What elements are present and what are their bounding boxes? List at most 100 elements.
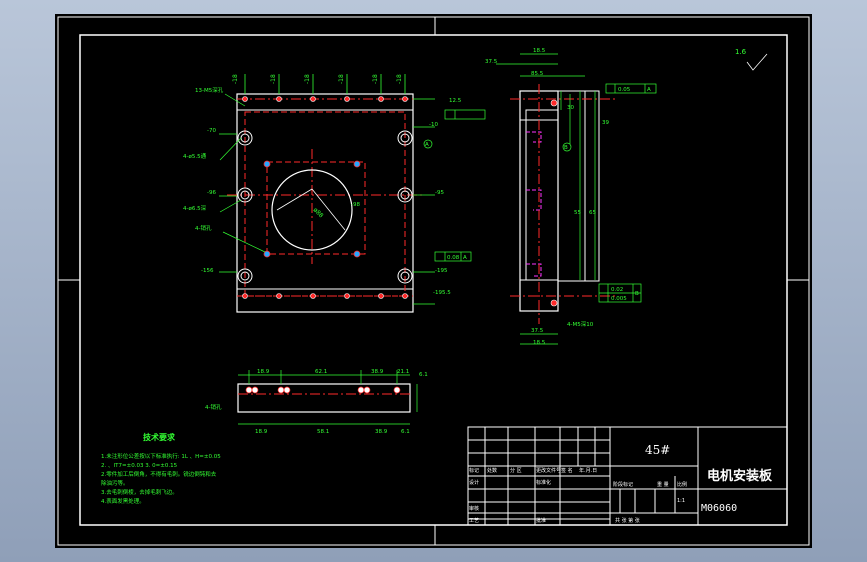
side-view: 18.5 37.5 85.5 0.05 A 30 55 65 39 B 37.5… <box>485 48 768 346</box>
roughness-symbol <box>746 53 768 71</box>
tech-line-3: 2.零件加工后倒角，不得有毛刺。锐边倒钝和去 <box>101 470 217 478</box>
bolt-circle-rect <box>244 111 406 297</box>
side-dim-30: 30 <box>567 105 574 111</box>
side-dim-18-5: 18.5 <box>533 48 546 54</box>
side-datum-a: A <box>647 87 651 93</box>
bottom-top-18-9: 18.9 <box>257 369 270 375</box>
label-156: -156 <box>201 268 214 274</box>
datum-a-front: A <box>425 142 429 148</box>
label-95: -95 <box>435 190 444 196</box>
label-5-5-through: 4-ø5.5通 <box>183 152 207 160</box>
material-value: 45# <box>645 443 670 457</box>
mount-hole-1 <box>242 293 248 299</box>
side-tol-0005: 0.005 <box>611 296 627 302</box>
bottom-view: 18.9 62.1 38.9 21.1 6.1 18.9 58.1 38.9 6… <box>205 369 428 435</box>
label-195-5: -195.5 <box>433 290 451 296</box>
scale-value: 1:1 <box>677 498 685 504</box>
bottom-bot-18-9: 18.9 <box>255 429 268 435</box>
bottom-bot-58-1: 58.1 <box>317 429 329 435</box>
label-6-5-deep: 4-ø6.5深 <box>183 204 207 212</box>
mount-hole-5 <box>378 293 384 299</box>
label-inner-98: -98 <box>351 202 360 208</box>
datum-b: B <box>564 145 568 151</box>
hdr-process: 工艺 <box>469 518 479 524</box>
side-datum-b-ref: B <box>635 291 639 297</box>
mount-hole-6 <box>402 96 408 102</box>
top-hole-row <box>242 96 408 102</box>
side-bot-18-5: 18.5 <box>533 340 546 346</box>
front-top-dim-5: -18 <box>372 74 379 84</box>
front-top-dim-2: -18 <box>270 74 277 84</box>
front-top-dim-3: -18 <box>304 74 311 84</box>
side-bot-37-5: 37.5 <box>531 328 544 334</box>
hdr-review: 审核 <box>469 505 479 512</box>
label-pin-holes: 4-销孔 <box>195 224 212 232</box>
mount-hole-2 <box>276 96 282 102</box>
motor-pattern-rect <box>266 161 366 255</box>
bottom-bot-38-9: 38.9 <box>375 429 388 435</box>
parallel-tol-front: 0.08 <box>447 255 460 261</box>
side-hole-label: 4-M5深10 <box>567 320 594 328</box>
hdr-scale: 比例 <box>677 481 687 488</box>
hdr-change-doc: 更改文件号 <box>536 467 561 474</box>
side-dim-37-5: 37.5 <box>485 59 498 65</box>
tech-line-4: 除油污等。 <box>101 479 129 487</box>
front-top-dim-6: -18 <box>396 74 403 84</box>
side-dim-39: 39 <box>602 120 609 126</box>
bottom-bot-6-1: 6.1 <box>401 429 410 435</box>
motor-bore <box>271 169 353 251</box>
tech-line-6: 4.表面发黑处理。 <box>101 497 145 505</box>
label-195: -195 <box>435 268 448 274</box>
bottom-top-62-1: 62.1 <box>315 369 327 375</box>
label-m5-holes: 13-M5深孔 <box>195 86 224 94</box>
tech-heading: 技术要求 <box>143 432 176 442</box>
hdr-count: 处数 <box>487 467 497 474</box>
center-marks <box>58 17 809 545</box>
drawing-canvas: ø88 -18 -18 -18 -18 <box>57 16 810 546</box>
side-dim-65: 65 <box>589 210 596 216</box>
mount-hole-4 <box>344 293 350 299</box>
label-10: -10 <box>429 122 438 128</box>
mount-hole-3 <box>310 293 316 299</box>
roughness-value: 1.6 <box>735 48 747 56</box>
tech-requirements: 技术要求 1.未注形位公差按以下标准执行: 1L 、H=±0.05 2. 、IT… <box>101 432 221 505</box>
front-view: ø88 -18 -18 -18 -18 <box>183 74 486 313</box>
mount-hole-5 <box>378 96 384 102</box>
front-top-dim-1: -18 <box>232 74 239 84</box>
bore-diameter-label: ø88 <box>312 206 325 219</box>
outer-frame <box>57 16 810 546</box>
mount-hole-2 <box>276 293 282 299</box>
tech-line-5: 3.去毛刺倒棱，去掉毛刺飞边。 <box>101 488 178 496</box>
label-12-5: 12.5 <box>449 98 462 104</box>
mount-hole-3 <box>310 96 316 102</box>
bottom-top-6-1: 6.1 <box>419 372 428 378</box>
label-96: -96 <box>207 190 216 196</box>
hdr-approve: 批准 <box>536 517 546 524</box>
mount-hole-1 <box>242 96 248 102</box>
mount-hole-6 <box>402 293 408 299</box>
hdr-weight: 重 量 <box>657 481 669 488</box>
hdr-sheets: 共 张 第 张 <box>615 517 640 524</box>
hdr-mark: 标记 <box>469 467 479 474</box>
front-top-dim-4: -18 <box>338 74 345 84</box>
bottom-top-21-1: 21.1 <box>397 369 409 375</box>
side-dim-55: 55 <box>574 210 581 216</box>
datum-a-ref: A <box>463 255 467 261</box>
side-tol-005: 0.05 <box>618 87 631 93</box>
mount-hole-4 <box>344 96 350 102</box>
hdr-date: 年.月.日 <box>579 467 597 474</box>
hdr-design: 设计 <box>469 479 479 486</box>
tech-line-1: 1.未注形位公差按以下标准执行: 1L 、H=±0.05 <box>101 452 221 460</box>
hdr-zone: 分 区 <box>510 467 522 474</box>
label-70: -70 <box>207 128 216 134</box>
hdr-signature: 签 名 <box>561 467 573 474</box>
title-block: 标记 处数 分 区 更改文件号 签 名 年.月.日 设计 标准化 阶段标记 重 … <box>467 426 788 526</box>
bottom-outline <box>237 383 411 413</box>
cad-viewport[interactable]: ø88 -18 -18 -18 -18 <box>55 14 812 548</box>
hdr-standardize: 标准化 <box>536 479 551 486</box>
drawing-number: M06060 <box>701 503 737 514</box>
part-name: 电机安装板 <box>707 468 773 484</box>
side-dim-85-5: 85.5 <box>531 71 544 77</box>
bottom-hole-row <box>242 293 408 299</box>
front-outline <box>236 93 414 313</box>
